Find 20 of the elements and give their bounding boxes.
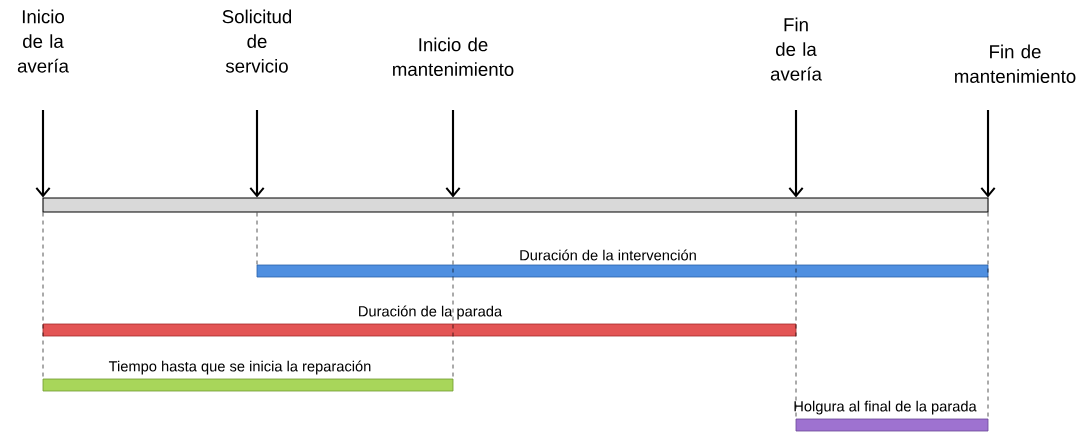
- bar-label: Tiempo hasta que se inicia la reparación: [108, 360, 371, 375]
- event-label: Inicio de mantenimiento: [393, 37, 514, 76]
- arrow: [788, 110, 804, 198]
- event-label: Inicio de la avería: [17, 9, 69, 73]
- event-label: Solicitud de servicio: [222, 9, 292, 73]
- dashed-guide-line: [452, 212, 454, 379]
- arrow: [249, 110, 265, 198]
- event-label: Fin de mantenimiento: [955, 44, 1076, 83]
- dashed-guide-line: [256, 212, 258, 265]
- event-label: Fin de la avería: [770, 17, 822, 81]
- bar-label: Duración de la parada: [359, 305, 503, 320]
- bar-label: Holgura al final de la parada: [794, 400, 977, 415]
- dashed-guide-line: [42, 212, 44, 379]
- arrow: [445, 110, 461, 198]
- dashed-guide-line: [795, 212, 797, 419]
- arrow: [35, 110, 51, 198]
- dashed-guide-line: [987, 212, 989, 419]
- arrow: [980, 110, 996, 198]
- timeline-bar: [42, 197, 989, 213]
- bar-label: Duración de la intervención: [520, 249, 696, 261]
